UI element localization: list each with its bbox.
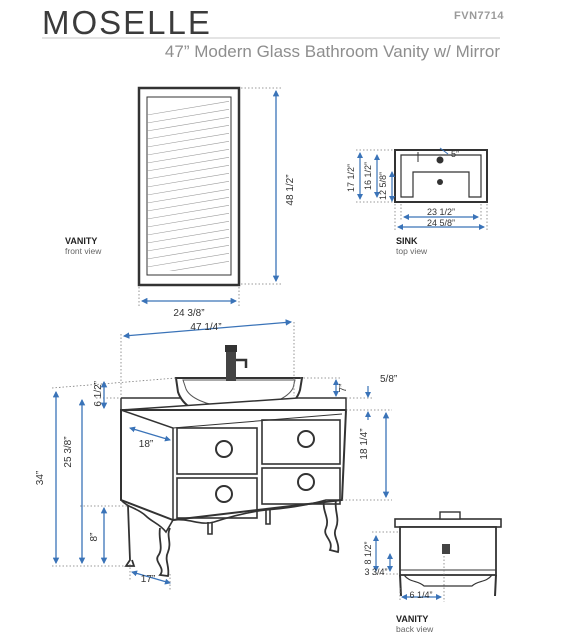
product-subtitle: 47” Modern Glass Bathroom Vanity w/ Mirr… bbox=[164, 42, 500, 61]
label-sink-width-outer: 24 5/8” bbox=[427, 218, 455, 228]
label-sink-depth-inner: 16 1/2” bbox=[363, 162, 373, 190]
label-back-drain-height: 8 1/2” bbox=[363, 541, 373, 564]
vanity-front-drawing bbox=[120, 345, 348, 577]
front-view-title: VANITY bbox=[65, 236, 98, 246]
label-height-to-top: 25 3/8” bbox=[63, 436, 74, 467]
mirror-width-dimension bbox=[138, 287, 240, 306]
label-sink-height-above: 6 1/2” bbox=[93, 381, 104, 407]
label-top-thickness: 5/8” bbox=[380, 374, 397, 385]
back-view-subtitle: back view bbox=[396, 624, 434, 634]
sink-view-title: SINK bbox=[396, 236, 418, 246]
vanity-back-drawing bbox=[394, 511, 502, 597]
label-vanity-width: 47 1/4” bbox=[190, 322, 221, 333]
model-number: FVN7714 bbox=[454, 10, 504, 22]
label-back-pipe-height: 3 3/4” bbox=[364, 567, 387, 577]
sink-view-subtitle: top view bbox=[396, 246, 428, 256]
label-faucet-height: 7” bbox=[338, 384, 349, 393]
brand-title: MOSELLE bbox=[42, 4, 212, 41]
label-back-pipe-offset: 6 1/4” bbox=[409, 590, 432, 600]
dimension-labels: 48 1/2” 24 3/8” 17 1/2” 16 1/2” 12 5/8” … bbox=[35, 149, 459, 600]
sink-dimension-lines bbox=[356, 147, 488, 230]
label-mirror-height: 48 1/2” bbox=[285, 174, 296, 205]
label-sink-width-inner: 23 1/2” bbox=[427, 207, 455, 217]
label-leg-height: 8” bbox=[89, 533, 100, 542]
vanity-back-dimensions bbox=[372, 531, 445, 602]
label-sink-offset: 5” bbox=[451, 149, 459, 159]
front-view-subtitle: front view bbox=[65, 246, 102, 256]
label-drawer-width: 18” bbox=[139, 439, 153, 450]
label-mirror-width: 24 3/8” bbox=[173, 308, 204, 319]
label-sink-depth-outer: 17 1/2” bbox=[346, 164, 356, 192]
label-depth: 17” bbox=[141, 574, 155, 585]
label-cabinet-height: 18 1/4” bbox=[359, 428, 370, 459]
label-total-height: 34” bbox=[35, 471, 46, 485]
mirror-drawing bbox=[137, 86, 241, 287]
label-sink-depth-bowl: 12 5/8” bbox=[378, 172, 388, 200]
mirror-height-dimension bbox=[241, 87, 282, 285]
vanity-front-dimensions bbox=[51, 319, 392, 590]
back-view-title: VANITY bbox=[396, 614, 429, 624]
sink-top-drawing bbox=[394, 149, 488, 203]
